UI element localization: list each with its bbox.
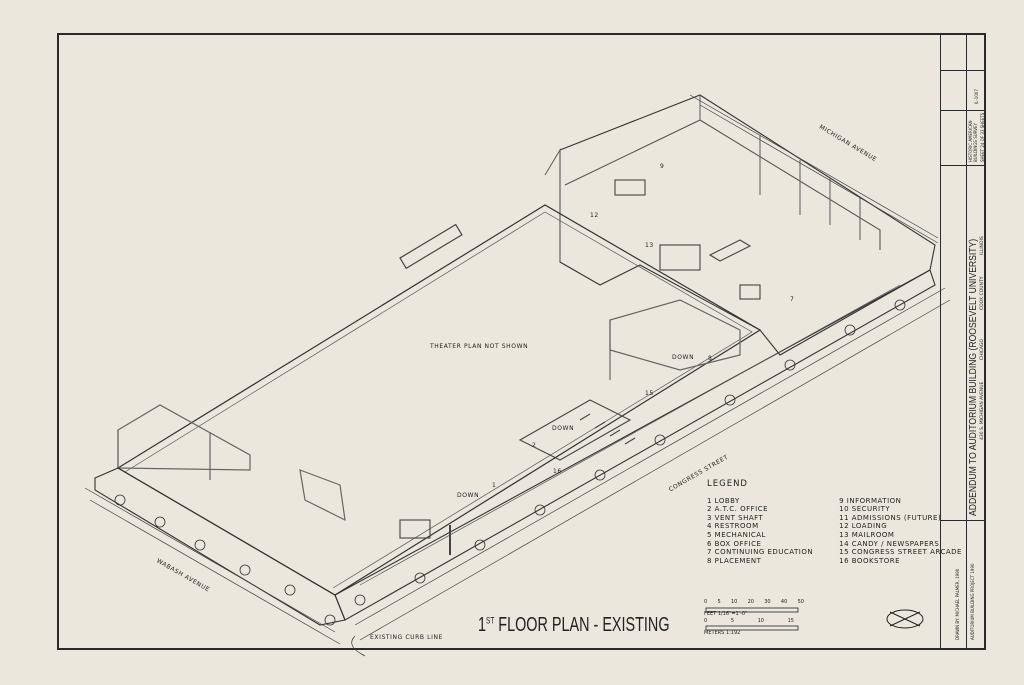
- down-label: DOWN: [457, 492, 480, 499]
- legend-item: 15 CONGRESS STREET ARCADE: [839, 548, 962, 557]
- legend-item: 6 BOX OFFICE: [707, 539, 762, 548]
- room-number: 7: [790, 296, 795, 303]
- curb-line-leader: [351, 635, 366, 657]
- sheet-number: SHEET 24 OF 33 SHEETS: [980, 112, 985, 162]
- address: 430 S. MICHIGAN AVENUE: [980, 381, 985, 440]
- legend-item: 3 VENT SHAFT: [707, 513, 764, 522]
- scale-tick: 15: [787, 618, 794, 624]
- room-number: 16: [553, 468, 562, 475]
- title-main: FLOOR PLAN - EXISTING: [494, 614, 670, 636]
- theater-note: THEATER PLAN NOT SHOWN: [430, 343, 529, 350]
- legend-item: 11 ADMISSIONS (FUTURE): [839, 513, 942, 522]
- feet-label: FEET 1/16"=1'-0": [704, 611, 748, 617]
- curb-note: EXISTING CURB LINE: [370, 634, 443, 641]
- legend-item: 16 BOOKSTORE: [839, 556, 901, 565]
- graphic-scale: [705, 607, 799, 631]
- survey-number: IL-1007: [974, 89, 979, 104]
- legend-item: 1 LOBBY: [707, 496, 740, 505]
- title-superscript: ST: [486, 615, 495, 626]
- legend-item: 5 MECHANICAL: [707, 530, 766, 539]
- state: ILLINOIS: [980, 236, 985, 255]
- meter-ticks: 0 5 10 15: [704, 618, 794, 624]
- county: COOK COUNTY: [980, 276, 985, 310]
- legend-item: 4 RESTROOM: [707, 522, 759, 531]
- scale-tick: 0: [704, 618, 708, 624]
- scale-tick: 5: [730, 618, 734, 624]
- michigan-wing: [544, 94, 936, 356]
- room-number: 13: [645, 242, 654, 249]
- theater-block: [116, 204, 762, 596]
- scale-tick: 40: [780, 599, 788, 605]
- wabash-wing: [94, 467, 346, 626]
- building-name: ADDENDUM TO AUDITORIUM BUILDING (ROOSEVE…: [967, 238, 979, 516]
- room-number: 12: [590, 212, 599, 219]
- feet-ticks: 0 5 10 20 30 40 50: [704, 599, 804, 605]
- room-number: 2: [532, 442, 537, 449]
- dimension-lines: [84, 94, 951, 645]
- legend-item: 10 SECURITY: [839, 505, 891, 514]
- room-number: 8: [708, 355, 713, 362]
- scale-tick: 50: [797, 599, 804, 605]
- legend-item: 7 CONTINUING EDUCATION: [707, 548, 814, 557]
- survey-name: HISTORIC AMERICAN BUILDINGS SURVEY: [968, 120, 978, 162]
- scale-tick: 10: [757, 618, 764, 624]
- legend-item: 2 A.T.C. OFFICE: [707, 505, 769, 514]
- scale-tick: 10: [730, 599, 738, 605]
- grid-markers: [114, 299, 906, 626]
- legend: LEGEND 1 LOBBY 2 A.T.C. OFFICE 3 VENT SH…: [707, 480, 962, 565]
- legend-item: 8 PLACEMENT: [707, 556, 762, 565]
- legend-item: 13 MAILROOM: [839, 530, 895, 539]
- room-number: 15: [645, 390, 654, 397]
- meter-label: METERS 1:192: [704, 630, 741, 636]
- scale-tick: 5: [717, 599, 721, 605]
- project-note: AUDITORIUM BUILDING PROJECT 1990: [970, 563, 975, 640]
- legend-column-right: 9 INFORMATION 10 SECURITY 11 ADMISSIONS …: [839, 497, 962, 566]
- legend-item: 12 LOADING: [839, 522, 888, 531]
- drawing-title: 1ST FLOOR PLAN - EXISTING: [478, 614, 670, 637]
- scale-tick: 0: [704, 599, 708, 605]
- scale-bar: 0 5 10 20 30 40 50 FEET 1/16"=1'-0" 0 5 10 15 MET…: [704, 599, 804, 636]
- legend-item: 9 INFORMATION: [839, 496, 902, 505]
- congress-wing: [334, 269, 936, 621]
- down-label: DOWN: [552, 425, 575, 432]
- delineator: DRAWN BY: MICHAEL PALMER, 1990: [955, 568, 960, 640]
- title-prefix: 1: [478, 614, 487, 636]
- scale-tick: 30: [764, 599, 771, 605]
- room-number: 9: [660, 163, 665, 170]
- down-label: DOWN: [672, 354, 695, 361]
- room-number: 1: [492, 482, 497, 489]
- legend-heading: LEGEND: [707, 479, 748, 489]
- legend-item: 14 CANDY / NEWSPAPERS: [839, 539, 940, 548]
- city: CHICAGO: [980, 338, 985, 360]
- scale-tick: 20: [747, 599, 754, 605]
- north-arrow-icon: [886, 609, 924, 629]
- legend-column-left: 1 LOBBY 2 A.T.C. OFFICE 3 VENT SHAFT 4 R…: [707, 497, 813, 566]
- sheet-border: [57, 33, 986, 650]
